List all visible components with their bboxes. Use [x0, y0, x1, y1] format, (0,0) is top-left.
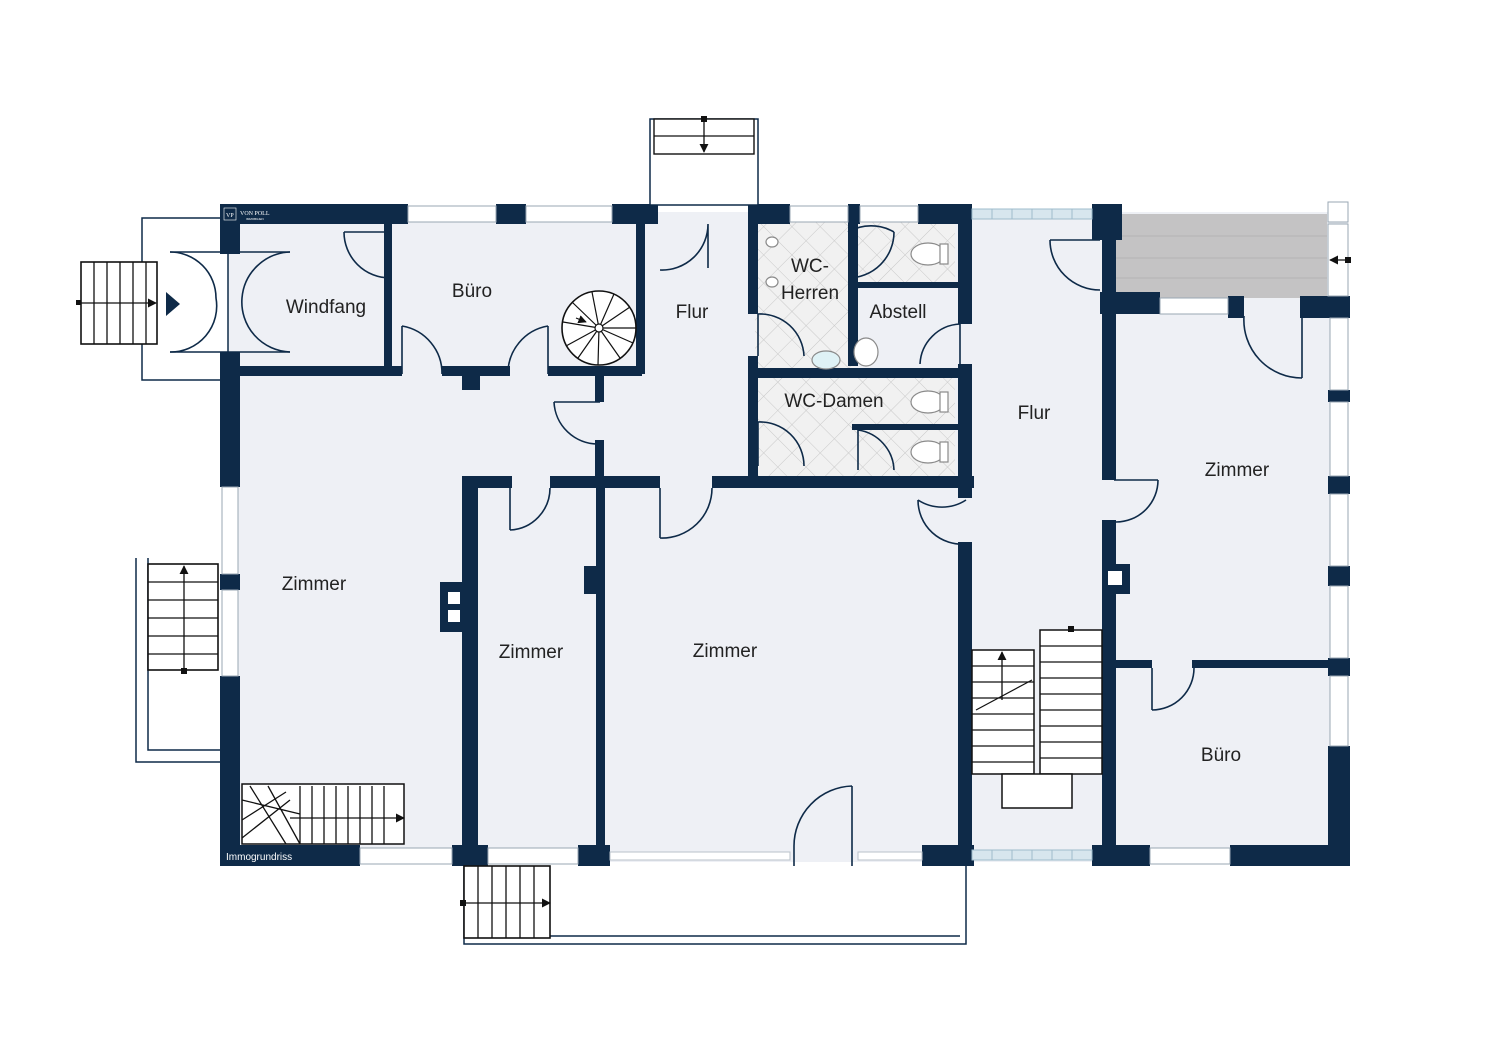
bottom-terrace-stairs	[460, 865, 967, 945]
basement-stairs	[241, 783, 405, 845]
room-labels: Windfang Büro Flur WC- Herren Abstell WC…	[282, 256, 1270, 766]
glazed-windows	[609, 208, 1093, 861]
room-label-zimmer-middle: Zimmer	[499, 642, 564, 663]
spiral-staircase	[561, 290, 637, 366]
room-label-flur-right: Flur	[1018, 403, 1051, 424]
deck-stairs	[1329, 255, 1351, 265]
room-label-wc-herren-2: Herren	[781, 283, 839, 304]
logo-name: VON POLL	[240, 211, 270, 217]
room-label-buero-left: Büro	[452, 281, 492, 302]
room-label-zimmer-right: Zimmer	[1205, 460, 1270, 481]
floor-areas	[141, 212, 1348, 862]
room-label-windfang: Windfang	[286, 297, 366, 318]
logo-subtitle: IMMOBILIEN	[246, 217, 264, 221]
room-label-wc-damen: WC-Damen	[784, 391, 883, 412]
room-label-flur-top: Flur	[676, 302, 709, 323]
left-side-stairs	[135, 558, 220, 763]
room-label-abstell: Abstell	[869, 302, 926, 323]
brand-logo: VP VON POLL IMMOBILIEN	[223, 207, 270, 221]
room-label-wc-herren-1: WC-	[791, 256, 829, 277]
windows	[221, 201, 1349, 865]
room-label-buero-right: Büro	[1201, 745, 1241, 766]
top-stairs	[649, 116, 759, 206]
main-staircase	[971, 626, 1103, 809]
logo-monogram: VP	[226, 213, 234, 219]
walls	[220, 204, 1350, 866]
sanitary-fixtures	[765, 236, 949, 464]
plan-credit: Immogrundriss	[226, 852, 292, 863]
room-label-zimmer-left: Zimmer	[282, 574, 347, 595]
room-label-zimmer-center: Zimmer	[693, 641, 758, 662]
entrance-stairs	[76, 261, 158, 345]
wooden-deck	[1113, 214, 1327, 298]
